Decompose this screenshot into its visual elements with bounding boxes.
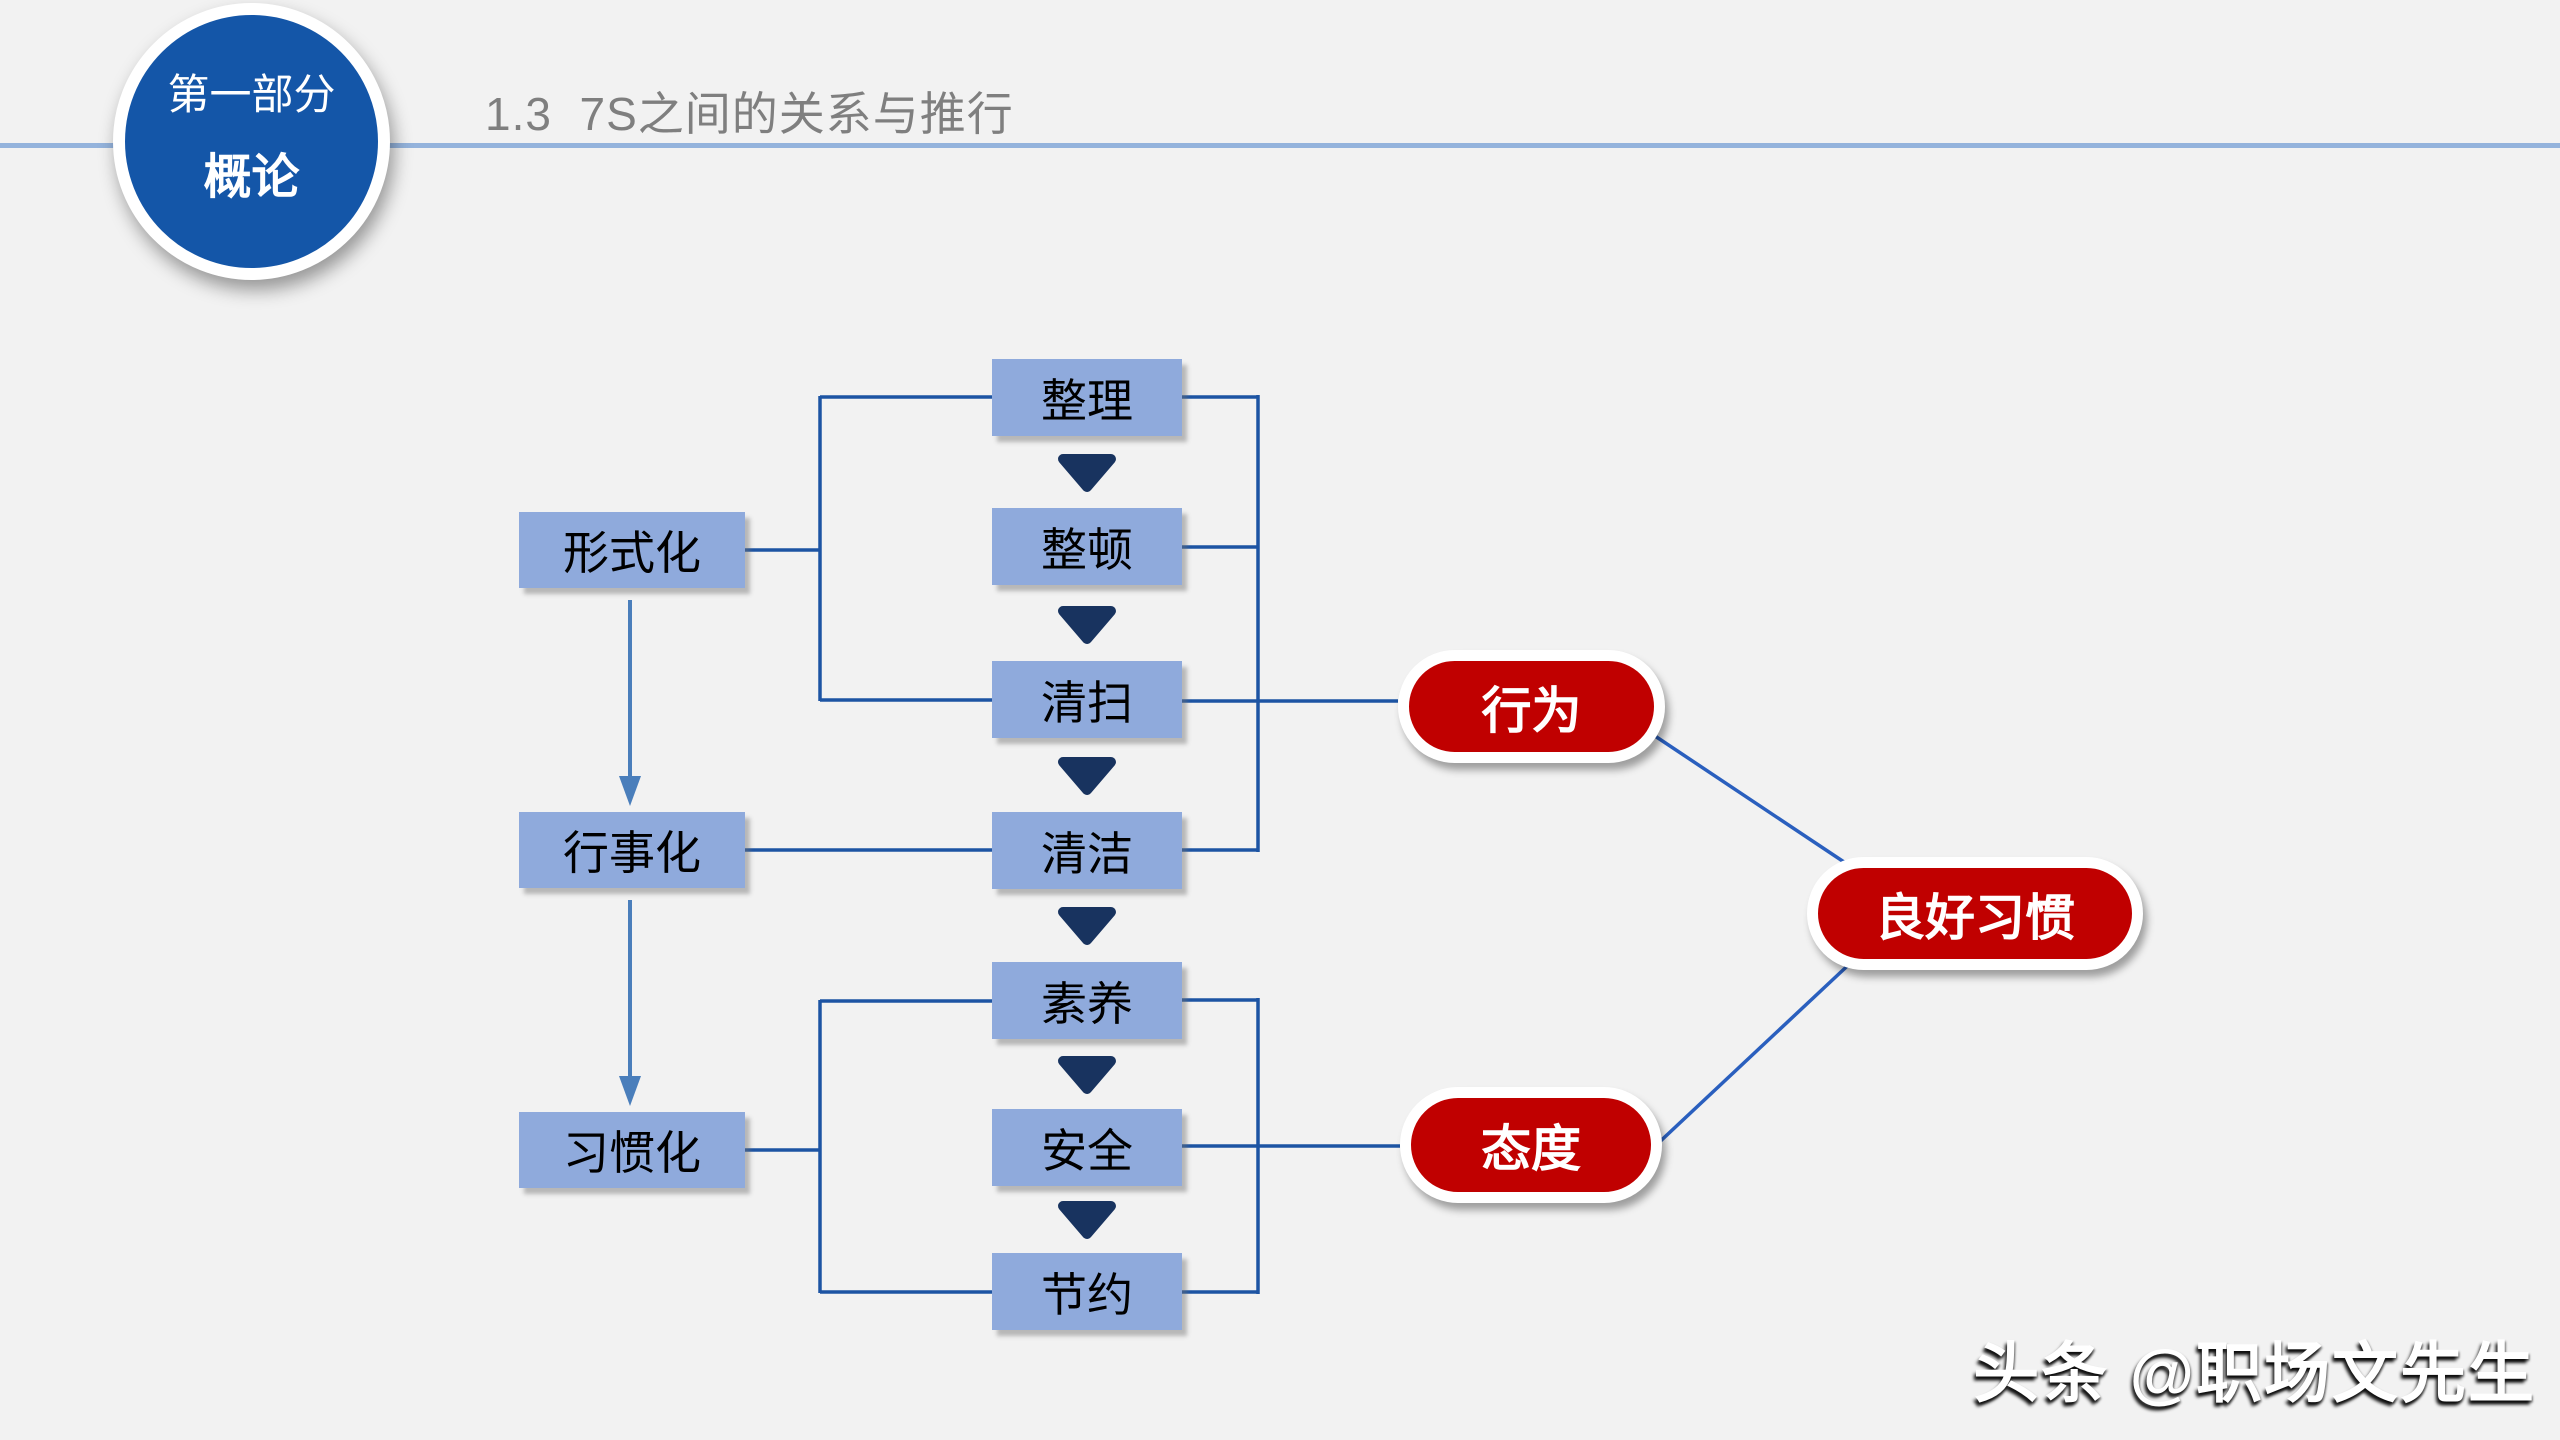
s-box-seiketsu: 清洁 xyxy=(992,812,1182,889)
s-box-saving: 节约 xyxy=(992,1253,1182,1330)
pill-label: 良好习惯 xyxy=(1875,889,2075,946)
pill-behavior: 行为 xyxy=(1398,650,1665,763)
s-box-label: 节约 xyxy=(1041,1268,1133,1321)
down-arrow-icon xyxy=(619,776,641,806)
s-box-label: 素养 xyxy=(1041,977,1133,1030)
s-box-label: 整理 xyxy=(1041,374,1133,427)
down-triangle-icon xyxy=(1058,907,1116,945)
s-box-seiso: 清扫 xyxy=(992,661,1182,738)
stage-box-label: 形式化 xyxy=(563,527,701,579)
header-divider-line xyxy=(0,143,2560,148)
pill-attitude: 态度 xyxy=(1400,1087,1662,1203)
down-triangle-icon xyxy=(1058,757,1116,795)
section-badge: 第一部分 概论 xyxy=(113,3,390,280)
pill-label: 行为 xyxy=(1481,682,1582,739)
stage-box-label: 习惯化 xyxy=(563,1127,701,1179)
section-badge-name: 概论 xyxy=(203,150,300,204)
down-arrow-icon xyxy=(619,1076,641,1106)
s-box-seiri: 整理 xyxy=(992,359,1182,436)
s-box-seiton: 整顿 xyxy=(992,508,1182,585)
stage-box-routinization: 行事化 xyxy=(519,812,745,888)
down-triangle-icon xyxy=(1058,606,1116,644)
down-triangle-icon xyxy=(1058,454,1116,492)
page-title: 1.3 7S之间的关系与推行 xyxy=(485,88,1014,140)
stage-box-label: 行事化 xyxy=(563,827,701,879)
s-box-safety: 安全 xyxy=(992,1109,1182,1186)
s-box-label: 清扫 xyxy=(1041,676,1133,729)
down-triangle-icon xyxy=(1058,1056,1116,1094)
pill-good-habit: 良好习惯 xyxy=(1807,857,2143,970)
stage-box-formalization: 形式化 xyxy=(519,512,745,588)
section-badge-part: 第一部分 xyxy=(167,70,336,118)
stage-box-habituation: 习惯化 xyxy=(519,1112,745,1188)
toutiao-watermark: 头条 @职场文先生 xyxy=(1973,1336,2536,1410)
down-triangle-icon xyxy=(1058,1201,1116,1239)
pill-label: 态度 xyxy=(1481,1121,1581,1177)
s-box-label: 安全 xyxy=(1041,1124,1133,1177)
s-box-shitsuke: 素养 xyxy=(992,962,1182,1039)
s-box-label: 整顿 xyxy=(1041,523,1133,576)
s-box-label: 清洁 xyxy=(1041,827,1133,880)
